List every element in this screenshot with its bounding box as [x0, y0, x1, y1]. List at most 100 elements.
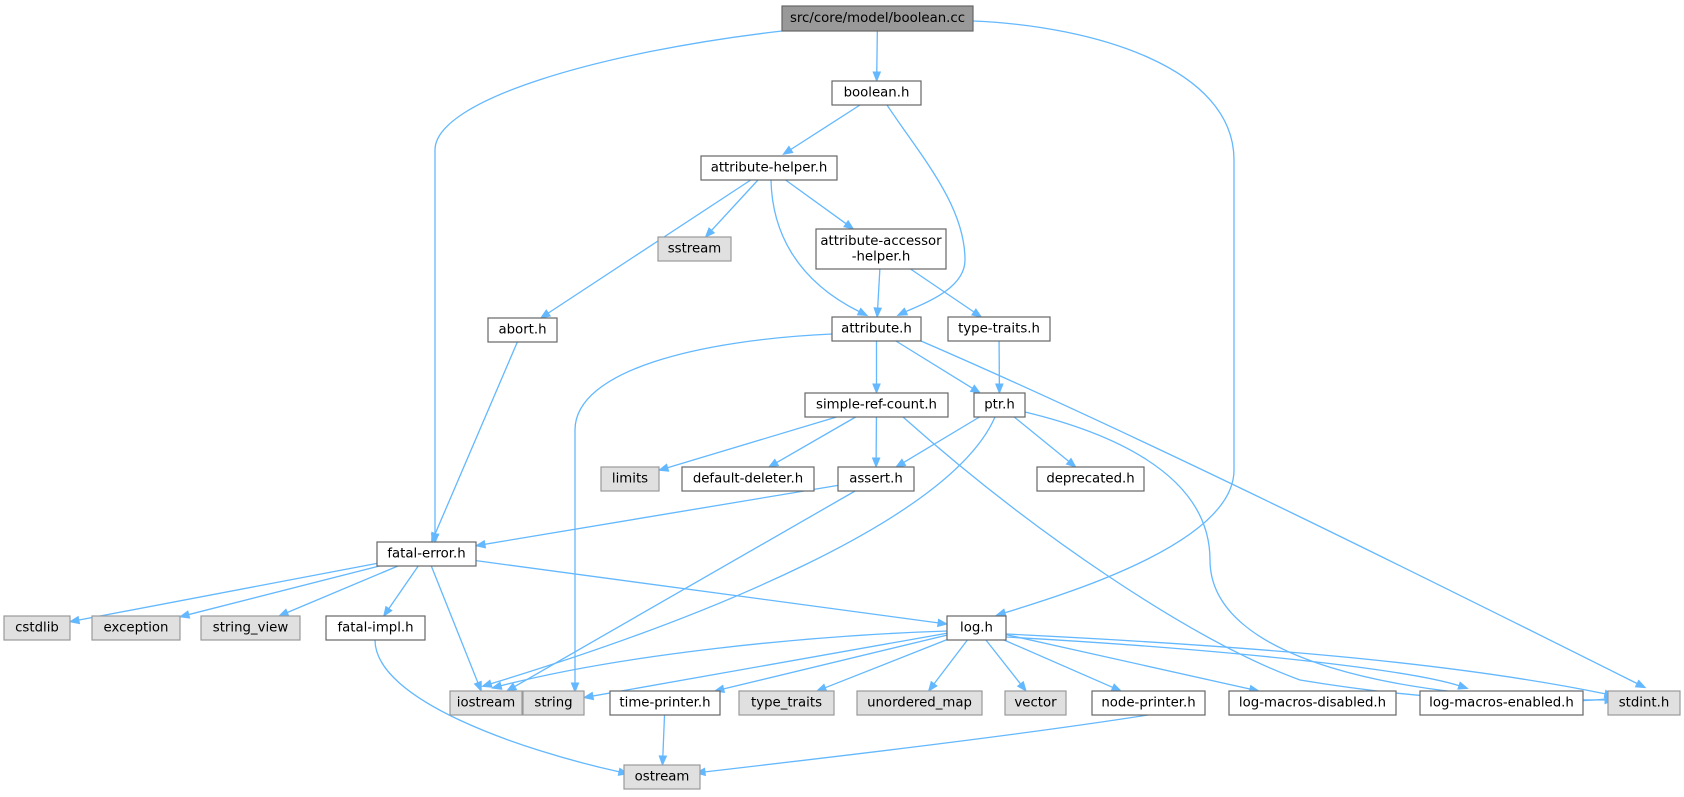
node-box	[681, 466, 815, 492]
node-fatal-error-h[interactable]: fatal-error.h	[376, 541, 477, 567]
node-box	[376, 541, 477, 567]
node-label: log.h	[960, 621, 993, 636]
edge-fatal-error-h-to-cstdlib	[68, 562, 378, 625]
edge-fatal-error-h-to-iostream	[430, 565, 482, 693]
edge-line	[920, 340, 1639, 685]
edge-log-h-to-stdint-h	[1005, 633, 1616, 698]
node-node-printer-h[interactable]: node-printer.h	[1091, 690, 1206, 716]
node-boolean-cc[interactable]: src/core/model/boolean.cc	[781, 5, 974, 32]
edge-arrowhead	[843, 219, 855, 230]
edge-line	[824, 639, 948, 689]
node-label: deprecated.h	[1046, 472, 1134, 487]
edge-line	[775, 416, 856, 464]
edge-arrowhead	[872, 383, 881, 395]
edge-line	[703, 714, 1149, 773]
edge-line	[722, 634, 948, 690]
edge-arrowhead	[872, 71, 882, 83]
edge-line	[1005, 636, 1461, 687]
edge-arrowhead	[474, 539, 487, 549]
edge-line	[1005, 633, 1607, 695]
node-attribute-h[interactable]: attribute.h	[831, 316, 922, 342]
node-box	[946, 615, 1007, 641]
edge-assert-h-to-iostream	[505, 490, 856, 692]
edge-log-h-to-iostream	[490, 630, 948, 690]
edge-ptr-h-to-deprecated-h	[1013, 416, 1077, 468]
node-iostream: iostream	[449, 690, 523, 716]
node-limits: limits	[600, 466, 660, 492]
node-label: fatal-error.h	[387, 547, 465, 562]
node-label: type-traits.h	[958, 322, 1040, 337]
edge-log-h-to-log-macros-enabled-h	[1005, 636, 1469, 690]
node-type-traits-h[interactable]: type-traits.h	[947, 316, 1051, 342]
node-ptr-h[interactable]: ptr.h	[973, 392, 1026, 418]
edge-arrowhead	[767, 458, 780, 468]
edge-line	[1003, 639, 1114, 689]
edge-assert-h-to-fatal-error-h	[474, 484, 839, 549]
nodes-layer: src/core/model/boolean.cc boolean.h attrib…	[3, 5, 1681, 790]
edge-ptr-h-to-stdint-h	[1024, 411, 1616, 705]
edge-simple-ref-count-h-to-assert-h	[871, 416, 881, 469]
edge-arrowhead	[582, 691, 595, 701]
node-attribute-accessor-helper-h[interactable]: attribute-accessor-helper.h	[815, 228, 947, 270]
node-time-printer-h[interactable]: time-printer.h	[609, 690, 721, 716]
node-box	[200, 615, 301, 641]
edge-arrowhead	[969, 384, 982, 394]
node-fatal-impl-h[interactable]: fatal-impl.h	[325, 615, 426, 641]
edge-arrowhead	[1016, 680, 1027, 693]
node-box	[781, 5, 974, 32]
edge-arrowhead	[1065, 457, 1077, 468]
node-log-h[interactable]: log.h	[946, 615, 1007, 641]
edge-boolean-cc-to-boolean-h	[872, 30, 882, 83]
node-label: -helper.h	[852, 249, 911, 264]
node-box	[600, 466, 660, 492]
edge-line	[789, 104, 861, 151]
node-deprecated-h[interactable]: deprecated.h	[1036, 466, 1145, 492]
node-unordered-map: unordered_map	[856, 690, 983, 716]
edge-time-printer-h-to-ostream	[658, 714, 668, 767]
node-box	[325, 615, 426, 641]
node-cstdlib: cstdlib	[3, 615, 71, 641]
edge-arrowhead	[927, 680, 938, 693]
edge-line	[434, 341, 518, 535]
node-label: log-macros-enabled.h	[1429, 696, 1574, 711]
node-label: type_traits	[751, 696, 822, 711]
edge-line	[434, 30, 783, 535]
node-box	[1036, 466, 1145, 492]
edge-arrowhead	[995, 383, 1004, 395]
node-box	[487, 317, 558, 343]
edge-boolean-h-to-attribute-helper-h	[782, 104, 861, 156]
edge-line	[374, 639, 621, 773]
edge-ptr-h-to-iostream	[481, 416, 996, 688]
node-box	[522, 690, 585, 716]
edge-log-h-to-log-macros-disabled-h	[1005, 633, 1261, 694]
edge-line	[910, 268, 976, 314]
node-attribute-helper-h[interactable]: attribute-helper.h	[700, 155, 838, 181]
edge-line	[770, 179, 861, 313]
node-box	[831, 316, 922, 342]
edge-line	[591, 632, 948, 697]
edge-line	[574, 333, 833, 684]
node-boolean-h[interactable]: boolean.h	[831, 80, 922, 106]
node-assert-h[interactable]: assert.h	[837, 466, 915, 492]
node-label: unordered_map	[867, 696, 972, 711]
node-label: stdint.h	[1619, 696, 1670, 711]
node-label: vector	[1014, 696, 1057, 711]
node-simple-ref-count-h[interactable]: simple-ref-count.h	[804, 392, 949, 418]
edge-line	[286, 565, 399, 614]
node-log-macros-enabled-h[interactable]: log-macros-enabled.h	[1419, 690, 1584, 716]
node-label: default-deleter.h	[693, 472, 803, 487]
edge-line	[785, 179, 848, 225]
node-box	[3, 615, 71, 641]
edge-line	[895, 340, 974, 390]
node-abort-h[interactable]: abort.h	[487, 317, 558, 343]
edge-line	[876, 30, 878, 74]
node-box	[837, 466, 915, 492]
node-default-deleter-h[interactable]: default-deleter.h	[681, 466, 815, 492]
node-vector: vector	[1004, 690, 1067, 716]
edge-attribute-helper-h-to-attribute-h	[770, 179, 869, 317]
node-box	[1607, 690, 1681, 716]
edge-log-h-to-string	[582, 632, 948, 701]
node-box	[623, 764, 701, 790]
node-log-macros-disabled-h[interactable]: log-macros-disabled.h	[1228, 690, 1397, 716]
edge-attribute-helper-h-to-sstream	[704, 179, 759, 238]
